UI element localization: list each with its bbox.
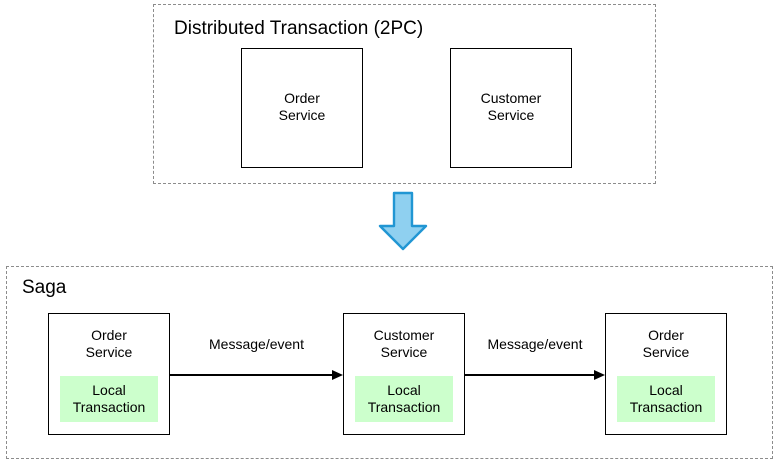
group-title-saga: Saga xyxy=(22,277,67,298)
local-transaction-badge: Local Transaction xyxy=(355,376,453,422)
edge-line xyxy=(170,374,333,376)
service-box-order-service-2pc[interactable]: Order Service xyxy=(241,48,363,168)
service-box-label: Order Service xyxy=(642,327,690,360)
service-box-customer-service-2pc[interactable]: Customer Service xyxy=(450,48,572,168)
service-box-label: Customer Service xyxy=(373,327,435,360)
edge-label-message-event-2: Message/event xyxy=(487,336,583,352)
edge-line xyxy=(465,374,595,376)
down-arrow-icon xyxy=(372,190,434,252)
edge-arrow-message-event-1 xyxy=(170,370,343,380)
local-transaction-badge: Local Transaction xyxy=(60,376,158,422)
service-box-label: Order Service xyxy=(85,327,133,360)
local-transaction-badge: Local Transaction xyxy=(617,376,715,422)
service-box-label: Order Service xyxy=(278,90,326,123)
service-box-label: Customer Service xyxy=(480,90,542,123)
service-box-customer-service-saga[interactable]: Customer Service Local Transaction xyxy=(343,313,465,435)
service-box-order-service-saga-2[interactable]: Order Service Local Transaction xyxy=(605,313,727,435)
group-title-2pc: Distributed Transaction (2PC) xyxy=(174,18,424,39)
arrow-head-icon xyxy=(594,370,605,380)
group-saga: Saga xyxy=(6,266,773,459)
arrow-head-icon xyxy=(332,370,343,380)
edge-label-message-event-1: Message/event xyxy=(209,336,304,352)
edge-arrow-message-event-2 xyxy=(465,370,605,380)
group-distributed-transaction-2pc: Distributed Transaction (2PC) xyxy=(153,4,656,184)
service-box-order-service-saga-1[interactable]: Order Service Local Transaction xyxy=(48,313,170,435)
